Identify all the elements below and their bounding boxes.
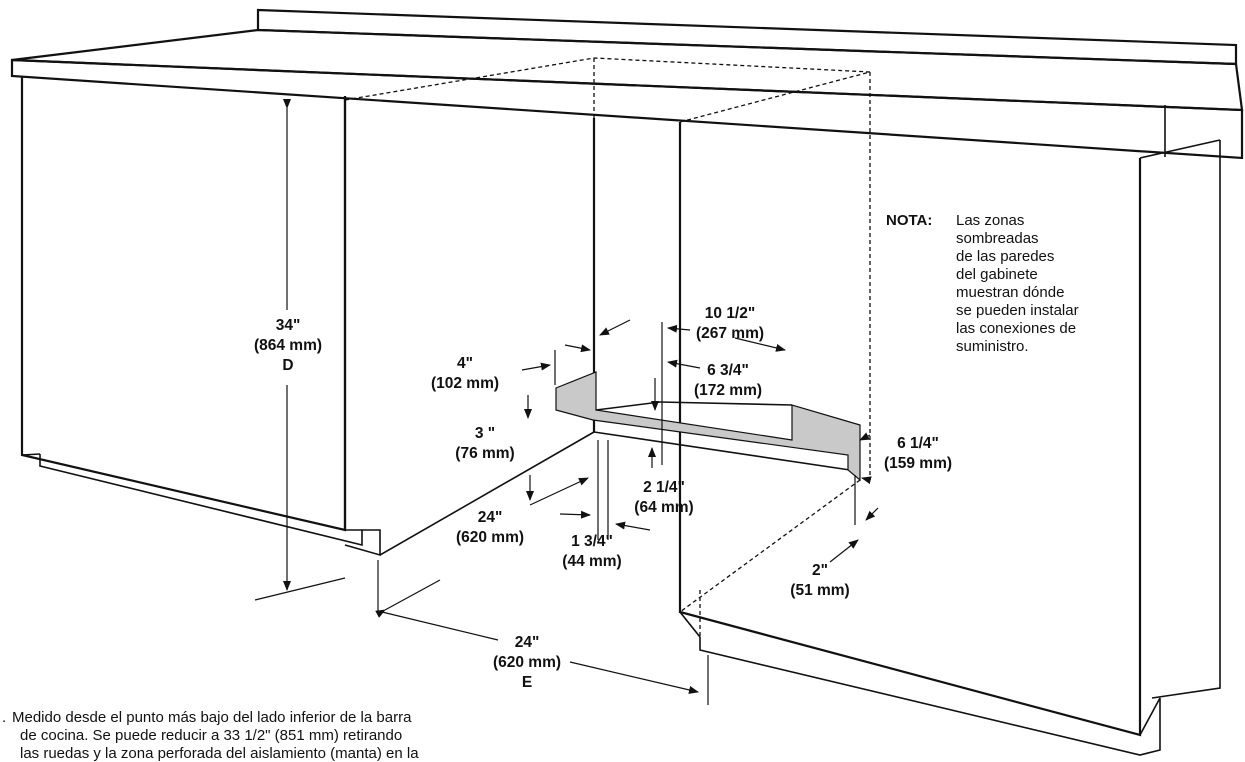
dim-label-depth-left: 24" (620 mm) — [456, 509, 524, 546]
note-block: NOTA: Las zonas sombreadas de las parede… — [886, 212, 1079, 355]
svg-text:(76 mm): (76 mm) — [455, 445, 514, 462]
svg-text:D: D — [282, 357, 293, 374]
svg-text:(267 mm): (267 mm) — [696, 325, 764, 342]
svg-text:24": 24" — [478, 509, 503, 526]
svg-text:(864 mm): (864 mm) — [254, 337, 322, 354]
svg-text:NOTA:: NOTA: — [886, 212, 932, 229]
svg-text:6 3/4": 6 3/4" — [707, 362, 749, 379]
svg-text:de las paredes: de las paredes — [956, 248, 1054, 265]
svg-text:2": 2" — [812, 562, 828, 579]
dim-label-six-quarter: 6 1/4" (159 mm) — [884, 435, 952, 472]
svg-text:(159 mm): (159 mm) — [884, 455, 952, 472]
dim-label-one-three-quarter: 1 3/4" (44 mm) — [562, 533, 621, 570]
svg-text:Las zonas: Las zonas — [956, 212, 1024, 229]
svg-text:del gabinete: del gabinete — [956, 266, 1038, 283]
countertop — [10, 8, 1244, 160]
svg-text:E: E — [522, 674, 532, 691]
svg-text:(620 mm): (620 mm) — [493, 654, 561, 671]
dim-label-e: 24" (620 mm) E — [493, 634, 561, 691]
svg-text:de cocina. Se puede reducir a: de cocina. Se puede reducir a 33 1/2" (8… — [20, 727, 402, 744]
svg-text:4": 4" — [457, 355, 473, 372]
dim-label-three: 3 " (76 mm) — [455, 425, 514, 462]
svg-text:10 1/2": 10 1/2" — [705, 305, 755, 322]
dim-label-ten-half: 10 1/2" (267 mm) — [696, 305, 764, 342]
footnote: . Medido desde el punto más bajo del lad… — [2, 709, 419, 762]
right-cabinet — [678, 122, 1221, 756]
left-cabinet — [20, 76, 381, 557]
dim-label-two: 2" (51 mm) — [790, 562, 849, 599]
svg-text:(44 mm): (44 mm) — [562, 553, 621, 570]
svg-text:24": 24" — [515, 634, 540, 651]
svg-text:.: . — [2, 709, 6, 726]
dim-label-four: 4" (102 mm) — [431, 355, 499, 392]
shaded-supply-zone — [555, 371, 861, 482]
svg-text:(620 mm): (620 mm) — [456, 529, 524, 546]
svg-text:2 1/4": 2 1/4" — [643, 479, 685, 496]
svg-text:sombreadas: sombreadas — [956, 230, 1039, 247]
dim-label-six-three-quarter: 6 3/4" (172 mm) — [694, 362, 762, 399]
svg-text:6 1/4": 6 1/4" — [897, 435, 939, 452]
svg-text:muestran dónde: muestran dónde — [956, 284, 1064, 301]
svg-text:(64 mm): (64 mm) — [634, 499, 693, 516]
svg-text:(172 mm): (172 mm) — [694, 382, 762, 399]
svg-text:3 ": 3 " — [475, 425, 495, 442]
svg-text:1 3/4": 1 3/4" — [571, 533, 613, 550]
dim-label-d: 34" (864 mm) D — [254, 317, 322, 374]
svg-text:se pueden instalar: se pueden instalar — [956, 302, 1079, 319]
opening-back-wall — [343, 57, 871, 638]
dim-label-two-quarter: 2 1/4" (64 mm) — [634, 479, 693, 516]
svg-text:(102 mm): (102 mm) — [431, 375, 499, 392]
dimension-lines — [254, 99, 879, 705]
svg-text:las conexiones de: las conexiones de — [956, 320, 1076, 337]
svg-text:34": 34" — [276, 317, 301, 334]
svg-text:(51 mm): (51 mm) — [790, 582, 849, 599]
svg-text:Medido desde el punto más bajo: Medido desde el punto más bajo del lado … — [12, 709, 412, 726]
svg-text:las ruedas y la zona perforada: las ruedas y la zona perforada del aisla… — [20, 745, 419, 762]
svg-text:suministro.: suministro. — [956, 338, 1029, 355]
